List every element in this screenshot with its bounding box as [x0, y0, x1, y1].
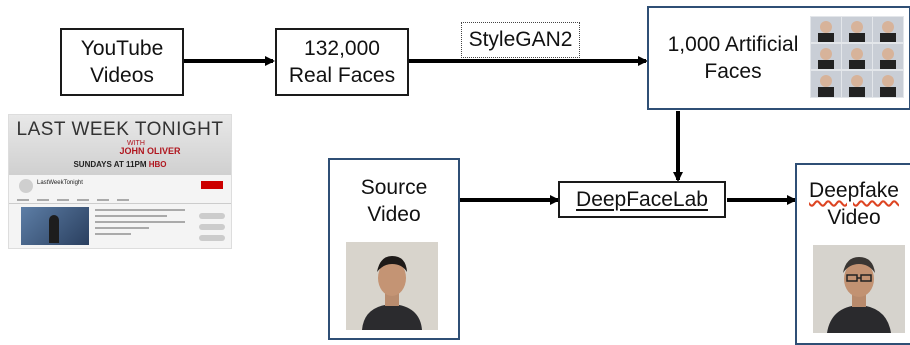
deepfake-face-graphic [813, 245, 905, 333]
banner-title: LAST WEEK TONIGHT [16, 119, 224, 140]
source-face-graphic [346, 242, 438, 330]
face-grid-row-2 [811, 44, 903, 69]
source-video-line2: Video [367, 203, 421, 227]
banner-schedule: SUNDAYS AT 11PM [73, 160, 147, 169]
banner-host: JOHN OLIVER [119, 146, 181, 156]
youtube-videos-line2: Videos [90, 64, 154, 87]
featured-video-thumbnail [21, 207, 89, 245]
deepfake-video-line1: Deepfake [809, 179, 899, 202]
subscribe-button [201, 181, 223, 189]
real-faces-line2: Real Faces [288, 64, 396, 87]
featured-video-description [95, 209, 185, 239]
artificial-faces-line2: Faces [704, 60, 762, 83]
featured-channels-list [199, 213, 225, 246]
youtube-channel-screenshot: LAST WEEK TONIGHT WITH JOHN OLIVER SUNDA… [8, 114, 232, 249]
youtube-channel-header: LastWeekTonight [19, 179, 223, 193]
face-grid-row-3 [811, 71, 903, 97]
deepfacelab-text: DeepFaceLab [576, 187, 708, 211]
source-video-face-image [346, 242, 438, 330]
youtube-channel-banner: LAST WEEK TONIGHT WITH JOHN OLIVER SUNDA… [9, 115, 231, 175]
deepfacelab-node: DeepFaceLab [558, 181, 726, 218]
face-grid-row-1 [811, 17, 903, 42]
banner-schedule-line: SUNDAYS AT 11PM HBO [9, 160, 231, 169]
youtube-videos-node: YouTube Videos [60, 28, 184, 96]
banner-with: WITH [127, 140, 145, 147]
stylegan2-text: StyleGAN2 [468, 28, 573, 52]
face-grid-graphic [811, 17, 903, 97]
youtube-videos-line1: YouTube [80, 36, 164, 60]
artificial-faces-grid-image [810, 16, 904, 98]
artificial-faces-line1: 1,000 Artificial [667, 32, 799, 56]
channel-avatar [19, 179, 33, 193]
source-video-line1: Source [360, 176, 428, 199]
real-faces-node: 132,000 Real Faces [275, 28, 409, 96]
deepfake-video-face-image [813, 245, 905, 333]
channel-tabs [9, 197, 231, 204]
deepfake-video-line2: Video [827, 206, 881, 230]
channel-name: LastWeekTonight [37, 180, 83, 186]
stylegan2-label: StyleGAN2 [461, 22, 580, 58]
real-faces-line1: 132,000 [304, 36, 380, 60]
banner-network: HBO [148, 160, 167, 169]
